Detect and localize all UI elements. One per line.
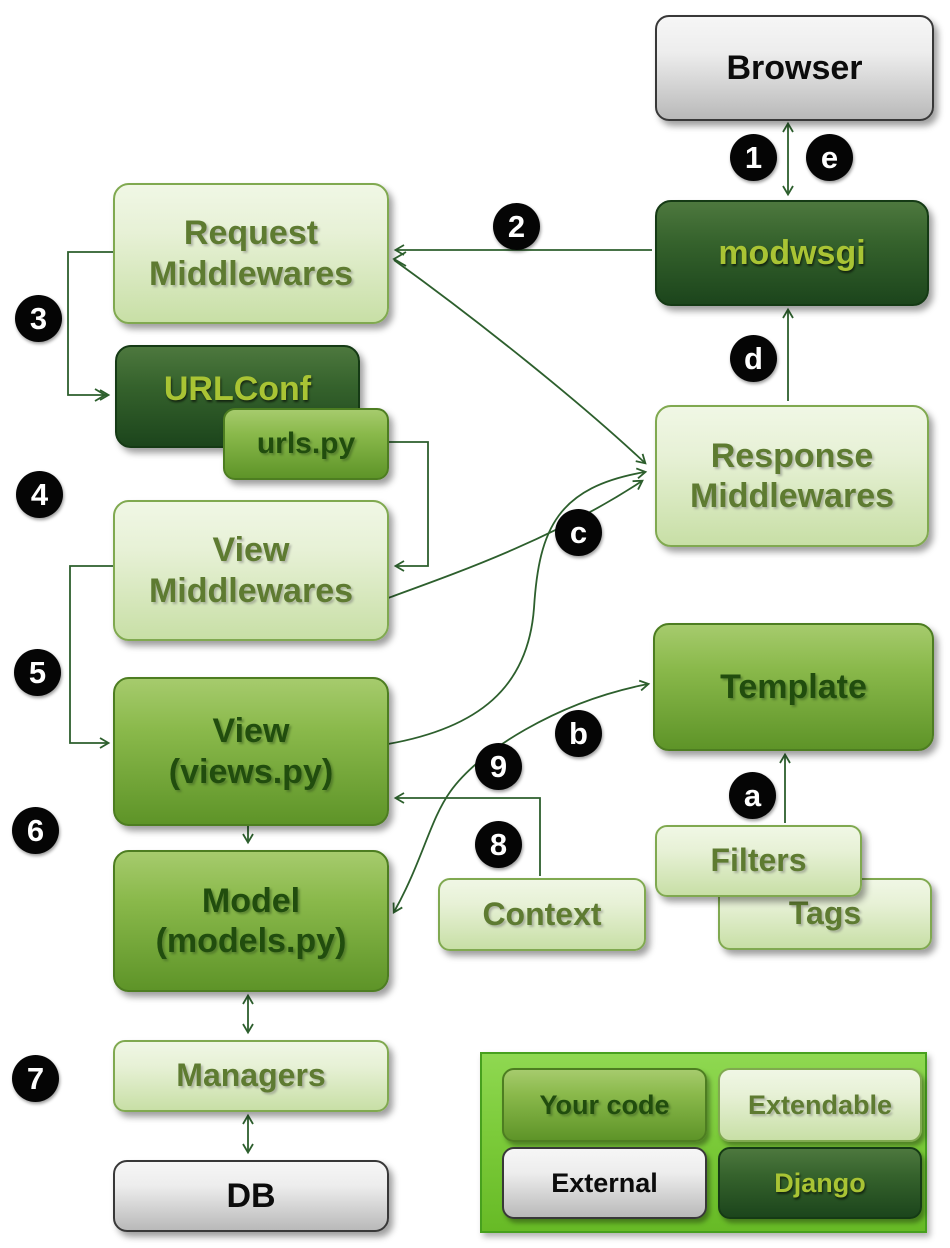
- step-circle-d: d: [730, 335, 777, 382]
- node-context: Context: [438, 878, 646, 951]
- step-circle-8: 8: [475, 821, 522, 868]
- arrowhead-extra-urlconf: [94, 388, 107, 402]
- node-urls-py: urls.py: [223, 408, 389, 480]
- node-db: DB: [113, 1160, 389, 1232]
- step-circle-1: 1: [730, 134, 777, 181]
- step-circle-e: e: [806, 134, 853, 181]
- curve-request-middlewares-to-response-middlewares: [393, 259, 647, 465]
- node-modwsgi: modwsgi: [655, 200, 929, 306]
- node-model: Model (models.py): [113, 850, 389, 992]
- curve-model-template: [392, 679, 651, 914]
- arrow-urlspy-to-view-middlewares: [385, 441, 429, 572]
- step-circle-4: 4: [16, 471, 63, 518]
- node-view-middlewares: View Middlewares: [113, 500, 389, 641]
- step-circle-a: a: [729, 772, 776, 819]
- curve-view-to-response-middlewares: [387, 467, 648, 745]
- node-filters: Filters: [655, 825, 862, 897]
- legend-item-your-code: Your code: [502, 1068, 707, 1142]
- arrow-view-middlewares-to-view: [69, 565, 113, 749]
- node-managers: Managers: [113, 1040, 389, 1112]
- curve-view-middlewares-to-response-middlewares: [387, 479, 644, 599]
- arrowhead-extra-request-middlewares: [392, 251, 407, 267]
- arrow-request-middlewares-to-urlconf: [67, 251, 113, 401]
- node-browser: Browser: [655, 15, 934, 121]
- legend-item-external: External: [502, 1147, 707, 1219]
- node-request-middlewares: Request Middlewares: [113, 183, 389, 324]
- legend-item-django: Django: [718, 1147, 922, 1219]
- legend-panel: Your code Extendable External Django: [480, 1052, 927, 1233]
- step-circle-7: 7: [12, 1055, 59, 1102]
- step-circle-3: 3: [15, 295, 62, 342]
- node-view: View (views.py): [113, 677, 389, 826]
- step-circle-5: 5: [14, 649, 61, 696]
- step-circle-9: 9: [475, 743, 522, 790]
- step-circle-c: c: [555, 509, 602, 556]
- step-circle-b: b: [555, 710, 602, 757]
- node-response-middlewares: Response Middlewares: [655, 405, 929, 547]
- node-template: Template: [653, 623, 934, 751]
- step-circle-6: 6: [12, 807, 59, 854]
- step-circle-2: 2: [493, 203, 540, 250]
- legend-item-extendable: Extendable: [718, 1068, 922, 1142]
